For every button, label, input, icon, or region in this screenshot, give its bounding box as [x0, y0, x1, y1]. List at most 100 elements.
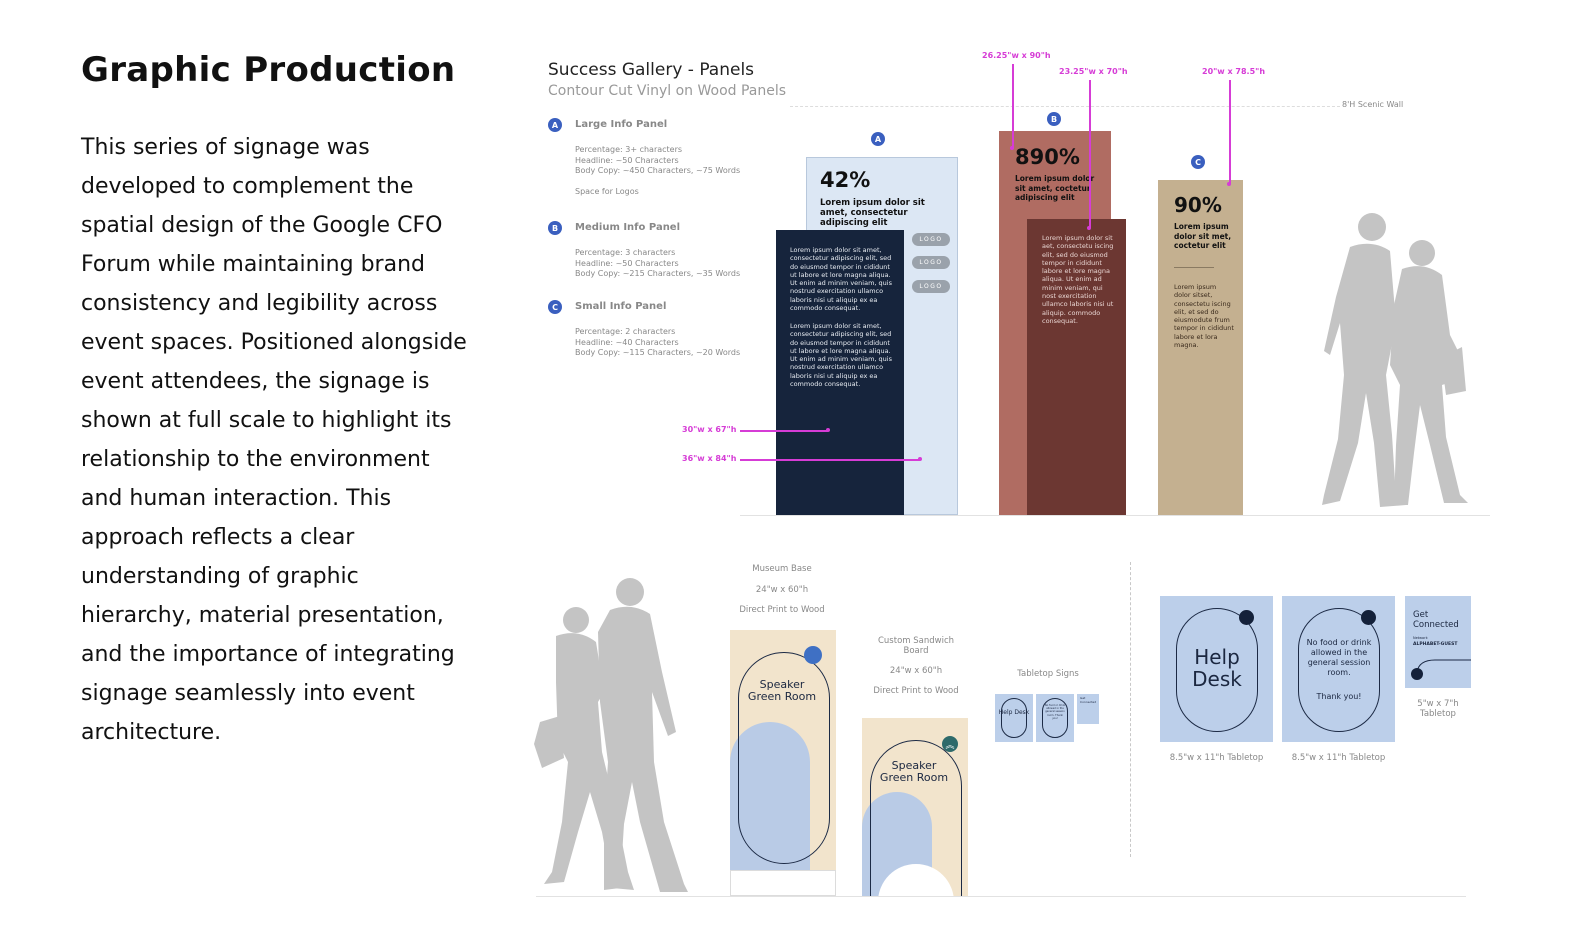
sandwich-sign-text: Speaker Green Room — [879, 759, 949, 784]
logo-placeholder: LOGO — [912, 280, 950, 293]
museum-material: Direct Print to Wood — [739, 605, 825, 615]
no-food-caption: 8.5"w x 11"h Tabletop — [1291, 753, 1386, 763]
panel-c-percentage: 90% — [1174, 193, 1222, 217]
logo-placeholder: LOGO — [912, 256, 950, 269]
dimension-label: 36"w x 84"h — [682, 454, 737, 463]
panel-c-divider — [1174, 267, 1214, 268]
help-desk-caption: 8.5"w x 11"h Tabletop — [1169, 753, 1264, 763]
museum-size: 24"w x 60"h — [755, 585, 809, 595]
panel-b-percentage: 890% — [1015, 145, 1080, 169]
dimension-line — [1229, 80, 1231, 184]
legend-line: Body Copy: ~215 Characters, ~35 Words — [575, 269, 741, 278]
scenic-wall-label: 8'H Scenic Wall — [1342, 100, 1404, 109]
panel-b-body: Lorem ipsum dolor sit aet, consectetu is… — [1042, 234, 1114, 325]
mini-connected-sign: Get Connected — [1077, 694, 1099, 724]
oval-outline — [1042, 698, 1068, 738]
accent-dot — [1361, 610, 1376, 625]
dimension-label: 20"w x 78.5"h — [1202, 67, 1266, 76]
mini-no-food-text: No food or drink allowed in the general … — [1044, 704, 1066, 720]
legend-line: Percentage: 3+ characters — [575, 145, 683, 154]
panel-a-badge: A — [871, 132, 885, 146]
tabletop-caption: Tabletop Signs — [1017, 669, 1079, 679]
oval-outline — [1001, 698, 1027, 738]
gallery-subtitle: Contour Cut Vinyl on Wood Panels — [548, 83, 787, 99]
get-connected-sign: Get Connected Network ALPHABET-GUEST — [1405, 596, 1471, 688]
logo-placeholder: LOGO — [912, 233, 950, 246]
legend-line: Headline: ~50 Characters — [575, 258, 679, 268]
legend-title: Small Info Panel — [575, 301, 667, 312]
accent-dot — [804, 646, 822, 664]
dimension-label: 23.25"w x 70"h — [1059, 67, 1128, 76]
dimension-line — [740, 430, 828, 432]
panel-c-badge: C — [1191, 155, 1205, 169]
sandwich-board-sign: ︽ Speaker Green Room — [862, 718, 968, 896]
dimension-line — [1089, 80, 1091, 228]
dimension-dot — [1087, 226, 1091, 230]
sandwich-size: 24"w x 60"h — [889, 666, 943, 676]
dimension-line — [740, 459, 920, 461]
legend-title: Large Info Panel — [575, 119, 668, 130]
mini-connected-text: Get Connected — [1080, 696, 1097, 704]
badge-a: A — [548, 118, 562, 132]
help-desk-text: Help Desk — [1192, 645, 1242, 691]
connected-caption: Tabletop — [1420, 709, 1456, 719]
museum-caption: Museum Base — [752, 564, 812, 574]
ground-line — [740, 515, 1490, 516]
large-info-panel-front: Lorem ipsum dolor sit amet, consectetur … — [776, 230, 904, 515]
panel-a-percentage: 42% — [820, 168, 871, 192]
legend-line: Space for Logos — [575, 186, 639, 196]
description-text: This series of signage was developed to … — [81, 135, 467, 745]
dimension-dot — [918, 457, 922, 461]
people-silhouette-icon — [1322, 213, 1468, 508]
page-title: Graphic Production — [81, 50, 456, 90]
no-food-thanks: Thank you! — [1316, 692, 1362, 701]
caption-cut — [740, 556, 824, 564]
badge-b: B — [548, 221, 562, 235]
oval-outline — [1176, 608, 1258, 732]
section-divider — [1130, 562, 1131, 857]
sandwich-caption: Custom Sandwich Board — [877, 636, 955, 656]
museum-base-sign: Speaker Green Room — [730, 630, 836, 870]
dimension-dot — [826, 428, 830, 432]
no-food-text: No food or drink allowed in the general … — [1306, 638, 1372, 677]
oval-outline — [1298, 608, 1380, 732]
scenic-wall-line — [790, 106, 1340, 107]
dimension-dot — [1010, 146, 1014, 150]
panel-a-headline: Lorem ipsum dolor sit amet, consectetur … — [820, 198, 925, 228]
mini-no-food-sign: No food or drink allowed in the general … — [1036, 694, 1074, 742]
legend-line: Headline: ~50 Characters — [575, 155, 679, 165]
chevron-up-icon: ︽ — [942, 736, 958, 752]
mini-help-desk-sign: Help Desk — [995, 694, 1033, 742]
panel-b-badge: B — [1047, 112, 1061, 126]
oval-outline — [870, 740, 962, 896]
legend-line: Body Copy: ~450 Characters, ~75 Words — [575, 166, 741, 175]
legend-line: Percentage: 3 characters — [575, 248, 676, 257]
badge-c: C — [548, 300, 562, 314]
legend-line: Headline: ~40 Characters — [575, 337, 679, 347]
legend-line: Percentage: 2 characters — [575, 327, 676, 336]
dimension-dot — [1227, 182, 1231, 186]
ground-line — [536, 896, 1466, 897]
legend-title: Medium Info Panel — [575, 222, 681, 233]
gallery-title: Success Gallery - Panels — [548, 60, 755, 80]
sandwich-material: Direct Print to Wood — [873, 686, 959, 696]
connected-size: 5"w x 7"h — [1417, 699, 1459, 709]
help-desk-sign: Help Desk — [1160, 596, 1273, 742]
dimension-label: 30"w x 67"h — [682, 425, 737, 434]
network-name: ALPHABET-GUEST — [1413, 642, 1458, 647]
oval-outline — [738, 652, 830, 864]
accent-dot — [1239, 610, 1254, 625]
panel-c-body: Lorem ipsum dolor sitset, consectetu isc… — [1174, 283, 1234, 350]
dimension-line — [1012, 64, 1014, 148]
panel-c-headline: Lorem ipsum dolor sit met, coctetur elit — [1174, 222, 1232, 250]
network-label: Network — [1413, 636, 1428, 640]
panel-a-body: Lorem ipsum dolor sit amet, consectetur … — [790, 246, 892, 313]
mini-help-desk-text: Help Desk — [998, 709, 1030, 716]
legend-line: Body Copy: ~115 Characters, ~20 Words — [575, 348, 741, 357]
people-silhouette-icon — [534, 578, 688, 892]
small-info-panel: 90% Lorem ipsum dolor sit met, coctetur … — [1158, 180, 1243, 515]
dimension-label: 26.25"w x 90"h — [982, 51, 1051, 60]
panel-a-body: Lorem ipsum dolor sit amet, consectetur … — [790, 322, 892, 389]
connected-title: Get Connected — [1413, 610, 1459, 630]
panel-b-headline: Lorem ipsum dolor sit amet, coctetur adi… — [1015, 174, 1095, 202]
